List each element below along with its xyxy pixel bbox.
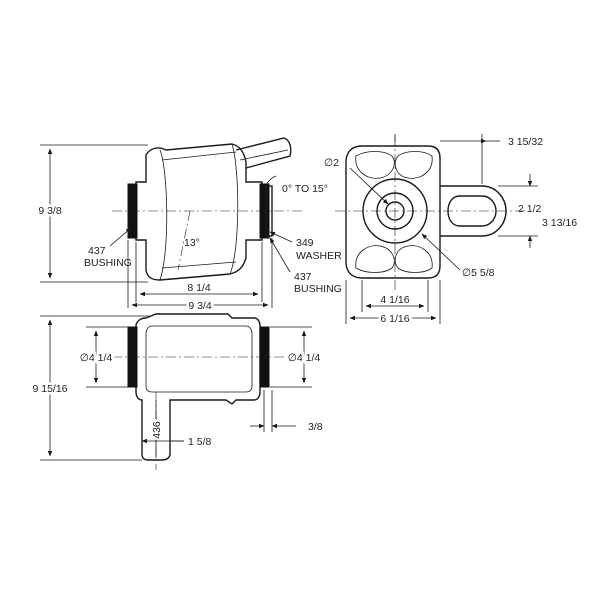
end-view-body (345, 145, 441, 279)
body-diameter-label: ∅5 5/8 (462, 267, 495, 279)
inner-length-label: 8 1/4 (187, 282, 211, 294)
side-view-body (135, 143, 263, 281)
bottom-left-diameter-label: ∅4 1/4 (80, 352, 113, 364)
bottom-view-body (135, 313, 261, 461)
right-bushing-name: BUSHING (294, 283, 342, 295)
eye-offset-label: 3 15/32 (508, 136, 543, 148)
side-view-arm (235, 137, 292, 169)
washer-part: 349 (296, 237, 314, 249)
taper-angle-label: 13° (184, 237, 200, 249)
left-bushing-name: BUSHING (84, 257, 132, 269)
eye-outer-label: 3 13/16 (542, 217, 577, 229)
left-bushing-part: 437 (88, 245, 106, 257)
side-height-label: 9 3/8 (38, 205, 62, 217)
overall-length-label: 9 3/4 (188, 300, 212, 312)
flange-thickness-label: 3/8 (308, 421, 323, 433)
bottom-view: 9 15/16 ∅4 1/4 ∅4 1/4 436 1 5/8 3/8 (30, 313, 323, 470)
inner-width-label: 4 1/16 (380, 294, 409, 306)
washer-name: WASHER (296, 250, 342, 262)
bore-diameter-label: ∅2 (324, 157, 339, 169)
stem-part-label: 436 (151, 421, 163, 439)
bottom-height-label: 9 15/16 (32, 383, 67, 395)
end-view: 3 15/32 2 1/2 3 13/16 ∅2 ∅5 5/8 4 1/16 6… (324, 134, 577, 328)
bottom-right-diameter-label: ∅4 1/4 (288, 352, 321, 364)
side-view: 9 3/8 0° TO 15° 13° 437 BUSHING 349 WASH… (36, 137, 342, 315)
overall-width-label: 6 1/16 (380, 313, 409, 325)
right-bushing-part: 437 (294, 271, 312, 283)
angle-range-label: 0° TO 15° (282, 183, 328, 195)
eye-inner-label: 2 1/2 (518, 203, 542, 215)
stem-length-label: 1 5/8 (188, 436, 212, 448)
